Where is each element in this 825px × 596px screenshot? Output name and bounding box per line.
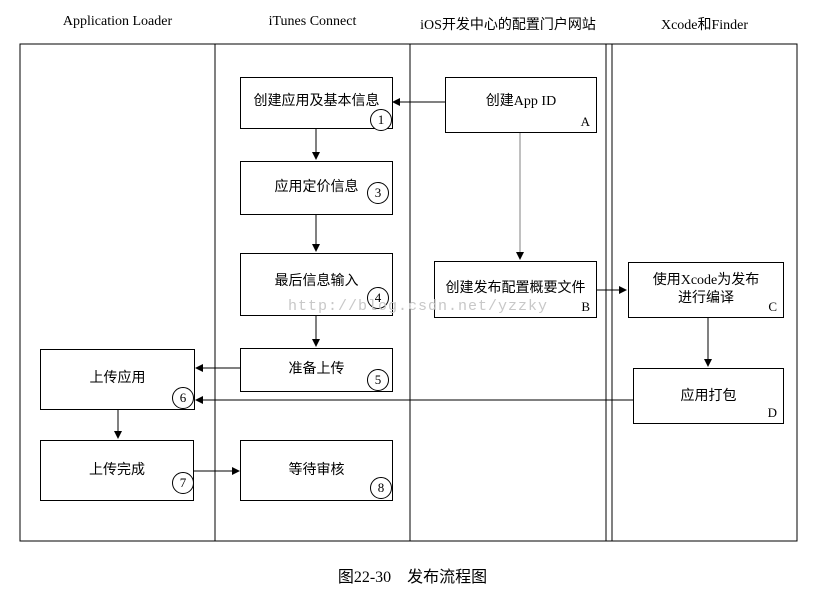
lane-title-itunes-connect: iTunes Connect [268,14,357,29]
step-wait-review-label: 等待审核 [288,463,345,478]
step-letter-c: C [768,299,777,314]
step-create-profile-label: 创建发布配置概要文件 [445,281,586,296]
step-package-app-label: 应用打包 [680,389,737,404]
step-package-app: 应用打包 D [633,368,784,424]
step-create-app: 创建应用及基本信息 [240,77,393,129]
step-upload-done-label: 上传完成 [89,463,145,478]
step-number-6: 6 [172,387,194,409]
step-create-app-id-label: 创建App ID [485,94,557,109]
step-create-profile: 创建发布配置概要文件 B [434,261,597,318]
figure-caption: 图22-30 发布流程图 [337,569,488,586]
step-upload-app: 上传应用 [40,349,195,410]
step-pricing-label: 应用定价信息 [274,180,359,195]
diagram-frame [19,43,798,542]
step-upload-done: 上传完成 [40,440,194,501]
step-final-info-label: 最后信息输入 [274,274,359,289]
step-prepare-upload-label: 准备上传 [288,362,345,377]
watermark-text: http://blog.csdn.net/yzzky [288,298,549,315]
step-letter-a: A [580,114,590,129]
lane-title-application-loader: Application Loader [62,14,173,29]
step-wait-review: 等待审核 [240,440,393,501]
step-create-app-id: 创建App ID A [445,77,597,133]
step-prepare-upload: 准备上传 [240,348,393,392]
step-xcode-compile-label-line1: 使用Xcode为发布 [652,273,760,288]
step-create-app-label: 创建应用及基本信息 [253,94,380,109]
step-number-1: 1 [370,109,392,131]
step-xcode-compile-label-line2: 进行编译 [678,291,734,306]
step-number-4: 4 [367,287,389,309]
step-upload-app-label: 上传应用 [89,371,146,386]
step-number-5: 5 [367,369,389,391]
lane-title-ios-portal: iOS开发中心的配置门户网站 [420,18,596,33]
step-number-7: 7 [172,472,194,494]
step-number-8: 8 [370,477,392,499]
step-number-3: 3 [367,182,389,204]
lane-title-xcode-finder: Xcode和Finder [660,18,749,33]
step-final-info: 最后信息输入 [240,253,393,316]
step-xcode-compile: 使用Xcode为发布 进行编译 C [628,262,784,318]
step-letter-d: D [767,405,777,420]
step-letter-b: B [581,299,590,314]
